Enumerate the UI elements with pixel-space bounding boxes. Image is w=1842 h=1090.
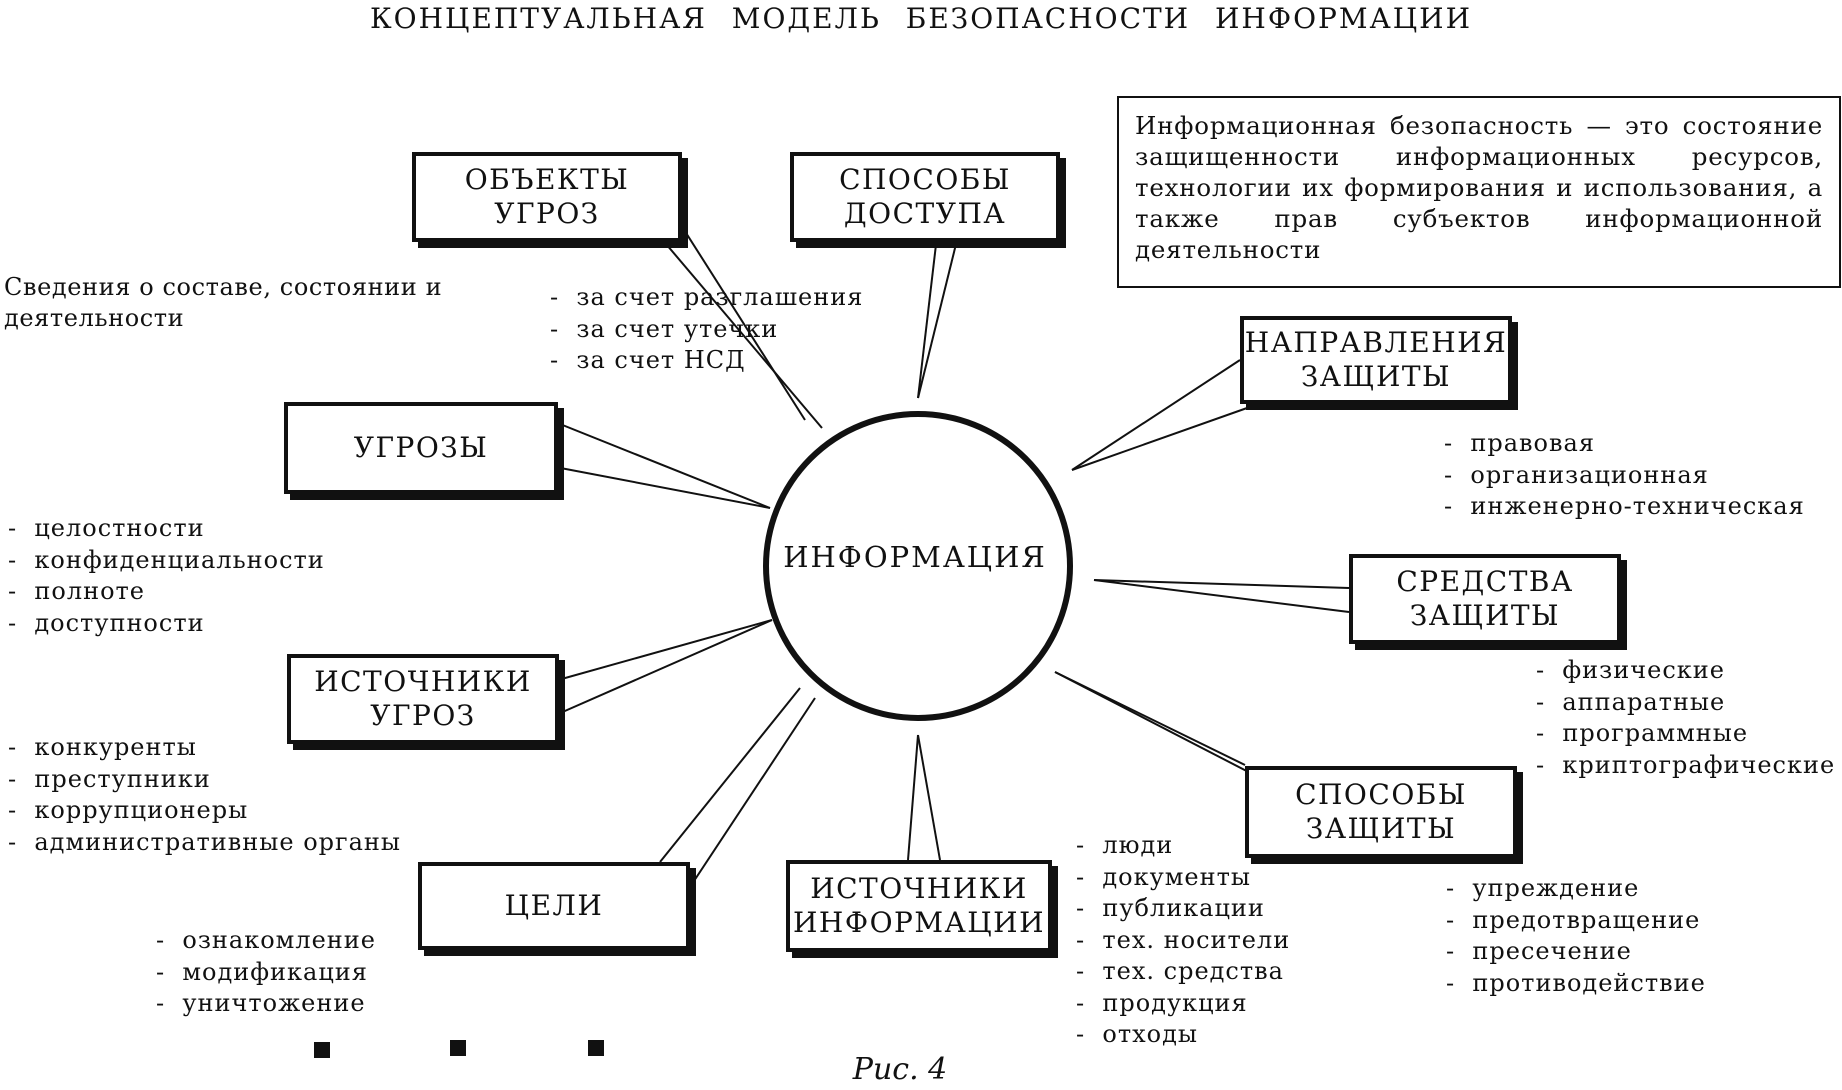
list-item: тех. средства	[1076, 956, 1290, 988]
list-item: целостности	[8, 513, 325, 545]
figure-caption: Рис. 4	[852, 1052, 948, 1087]
list-item: пресечение	[1446, 936, 1706, 968]
list-item: документы	[1076, 862, 1290, 894]
page-title: КОНЦЕПТУАЛЬНАЯ МОДЕЛЬ БЕЗОПАСНОСТИ ИНФОР…	[369, 2, 1473, 35]
list-item: доступности	[8, 608, 325, 640]
goals-list: ознакомление модификация уничтожение	[156, 925, 376, 1020]
box-access-methods: СПОСОБЫ ДОСТУПА	[790, 152, 1060, 242]
list-item: упреждение	[1446, 873, 1706, 905]
threats-list: целостности конфиденциальности полноте д…	[8, 513, 325, 639]
list-item: за счет утечки	[550, 314, 863, 346]
list-item: административные органы	[8, 827, 401, 859]
bullet-square	[450, 1040, 466, 1056]
list-item: программные	[1536, 718, 1835, 750]
definition-box: Информационная безопасность — это состоя…	[1117, 96, 1841, 288]
box-directions-of-protection: НАПРАВЛЕНИЯ ЗАЩИТЫ	[1240, 316, 1512, 404]
directions-list: правовая организационная инженерно-техни…	[1444, 428, 1805, 523]
list-item: криптографические	[1536, 750, 1835, 782]
list-item: аппаратные	[1536, 687, 1835, 719]
list-item: противодействие	[1446, 968, 1706, 1000]
list-item: преступники	[8, 764, 401, 796]
list-item: полноте	[8, 576, 325, 608]
access-list: за счет разглашения за счет утечки за сч…	[550, 282, 863, 377]
objects-note: Сведения о составе, состоянии и деятельн…	[4, 273, 443, 332]
list-item: конфиденциальности	[8, 545, 325, 577]
information-circle	[763, 411, 1073, 721]
list-item: правовая	[1444, 428, 1805, 460]
box-objects-of-threats: ОБЪЕКТЫ УГРОЗ	[412, 152, 682, 242]
list-item: предотвращение	[1446, 905, 1706, 937]
list-item: отходы	[1076, 1019, 1290, 1051]
list-item: уничтожение	[156, 988, 376, 1020]
box-goals: ЦЕЛИ	[418, 862, 690, 950]
box-means-of-protection: СРЕДСТВА ЗАЩИТЫ	[1349, 554, 1621, 644]
means-list: физические аппаратные программные крипто…	[1536, 655, 1835, 781]
list-item: инженерно-техническая	[1444, 491, 1805, 523]
list-item: ознакомление	[156, 925, 376, 957]
box-sources-of-information: ИСТОЧНИКИ ИНФОРМАЦИИ	[786, 860, 1052, 952]
list-item: за счет разглашения	[550, 282, 863, 314]
methods-list: упреждение предотвращение пресечение про…	[1446, 873, 1706, 999]
box-methods-of-protection: СПОСОБЫ ЗАЩИТЫ	[1245, 766, 1517, 858]
bullet-square	[588, 1040, 604, 1056]
list-item: конкуренты	[8, 732, 401, 764]
list-item: за счет НСД	[550, 345, 863, 377]
list-item: коррупционеры	[8, 795, 401, 827]
information-label: ИНФОРМАЦИЯ	[783, 540, 1047, 574]
list-item: публикации	[1076, 893, 1290, 925]
bullet-square	[314, 1042, 330, 1058]
list-item: продукция	[1076, 988, 1290, 1020]
info-sources-list: люди документы публикации тех. носители …	[1076, 830, 1290, 1051]
list-item: тех. носители	[1076, 925, 1290, 957]
threat-sources-list: конкуренты преступники коррупционеры адм…	[8, 732, 401, 858]
list-item: организационная	[1444, 460, 1805, 492]
list-item: модификация	[156, 957, 376, 989]
list-item: физические	[1536, 655, 1835, 687]
list-item: люди	[1076, 830, 1290, 862]
box-threats: УГРОЗЫ	[284, 402, 558, 494]
box-sources-of-threats: ИСТОЧНИКИ УГРОЗ	[287, 654, 559, 744]
